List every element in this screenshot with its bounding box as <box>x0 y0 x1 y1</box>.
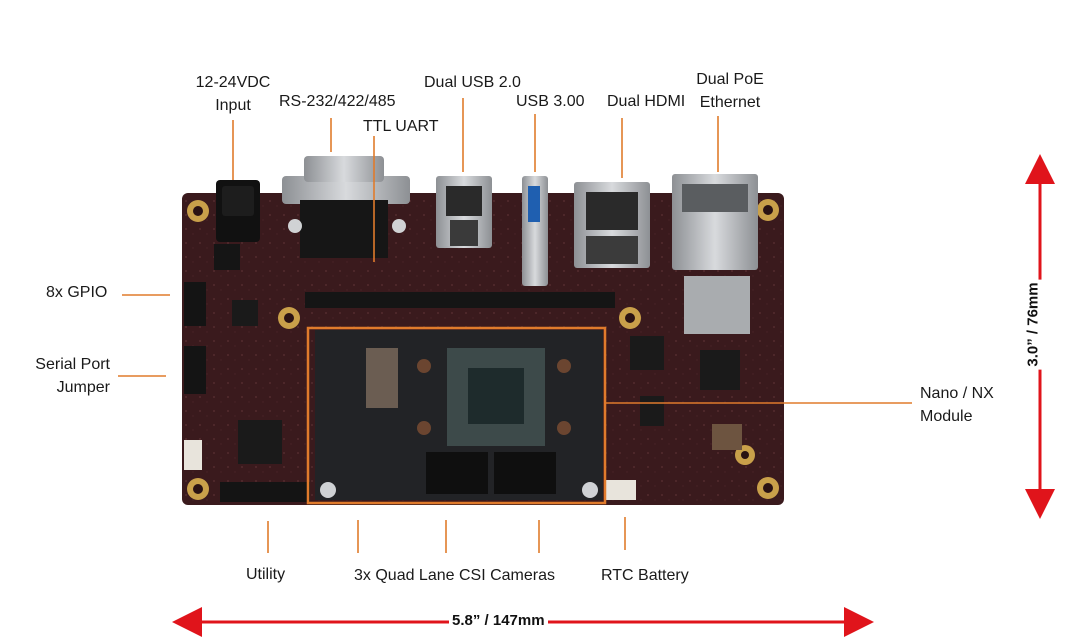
label-serial-jumper: Serial Port Jumper <box>10 353 110 399</box>
label-rtc-battery: RTC Battery <box>601 567 689 584</box>
module-highlight-box <box>306 326 607 505</box>
label-power-input: 12-24VDC Input <box>183 71 283 117</box>
label-power-input-line1: 12-24VDC <box>195 74 271 91</box>
hdmi-connector <box>574 182 650 268</box>
gpio-header <box>184 282 206 470</box>
components <box>232 300 742 500</box>
label-dual-poe-line2: Ethernet <box>699 94 761 111</box>
label-dual-usb2: Dual USB 2.0 <box>424 74 521 91</box>
label-serial-jumper-line1: Serial Port <box>35 356 110 373</box>
jetson-module <box>315 330 603 500</box>
usb3-connector <box>522 176 548 286</box>
label-gpio: 8x GPIO <box>46 284 108 301</box>
label-ttl-uart: TTL UART <box>363 118 439 135</box>
label-dual-poe: Dual PoE Ethernet <box>680 68 780 114</box>
label-csi-cameras: 3x Quad Lane CSI Cameras <box>354 567 555 584</box>
label-power-input-line2: Input <box>215 97 251 114</box>
ethernet-connector <box>672 174 758 334</box>
usb2-connector <box>436 176 492 248</box>
label-nano-module: Nano / NX Module <box>920 382 994 428</box>
width-dimension-label: 5.8” / 147mm <box>449 612 548 629</box>
label-utility: Utility <box>246 566 286 583</box>
height-dimension-label: 3.0” / 76mm <box>1024 279 1042 370</box>
label-serial-jumper-line2: Jumper <box>56 379 110 396</box>
label-dual-hdmi: Dual HDMI <box>607 93 686 110</box>
utility-header <box>220 482 310 502</box>
label-serial-rs: RS-232/422/485 <box>279 93 396 110</box>
mounting-holes <box>187 199 779 500</box>
dc-power-jack <box>214 180 260 270</box>
label-usb3: USB 3.00 <box>516 93 585 110</box>
sodimm-slot <box>305 292 615 308</box>
leader-lines <box>118 98 912 553</box>
carrier-board <box>182 156 784 505</box>
label-nano-module-line1: Nano / NX <box>920 385 994 402</box>
label-dual-poe-line1: Dual PoE <box>696 71 764 88</box>
label-nano-module-line2: Module <box>920 408 973 425</box>
